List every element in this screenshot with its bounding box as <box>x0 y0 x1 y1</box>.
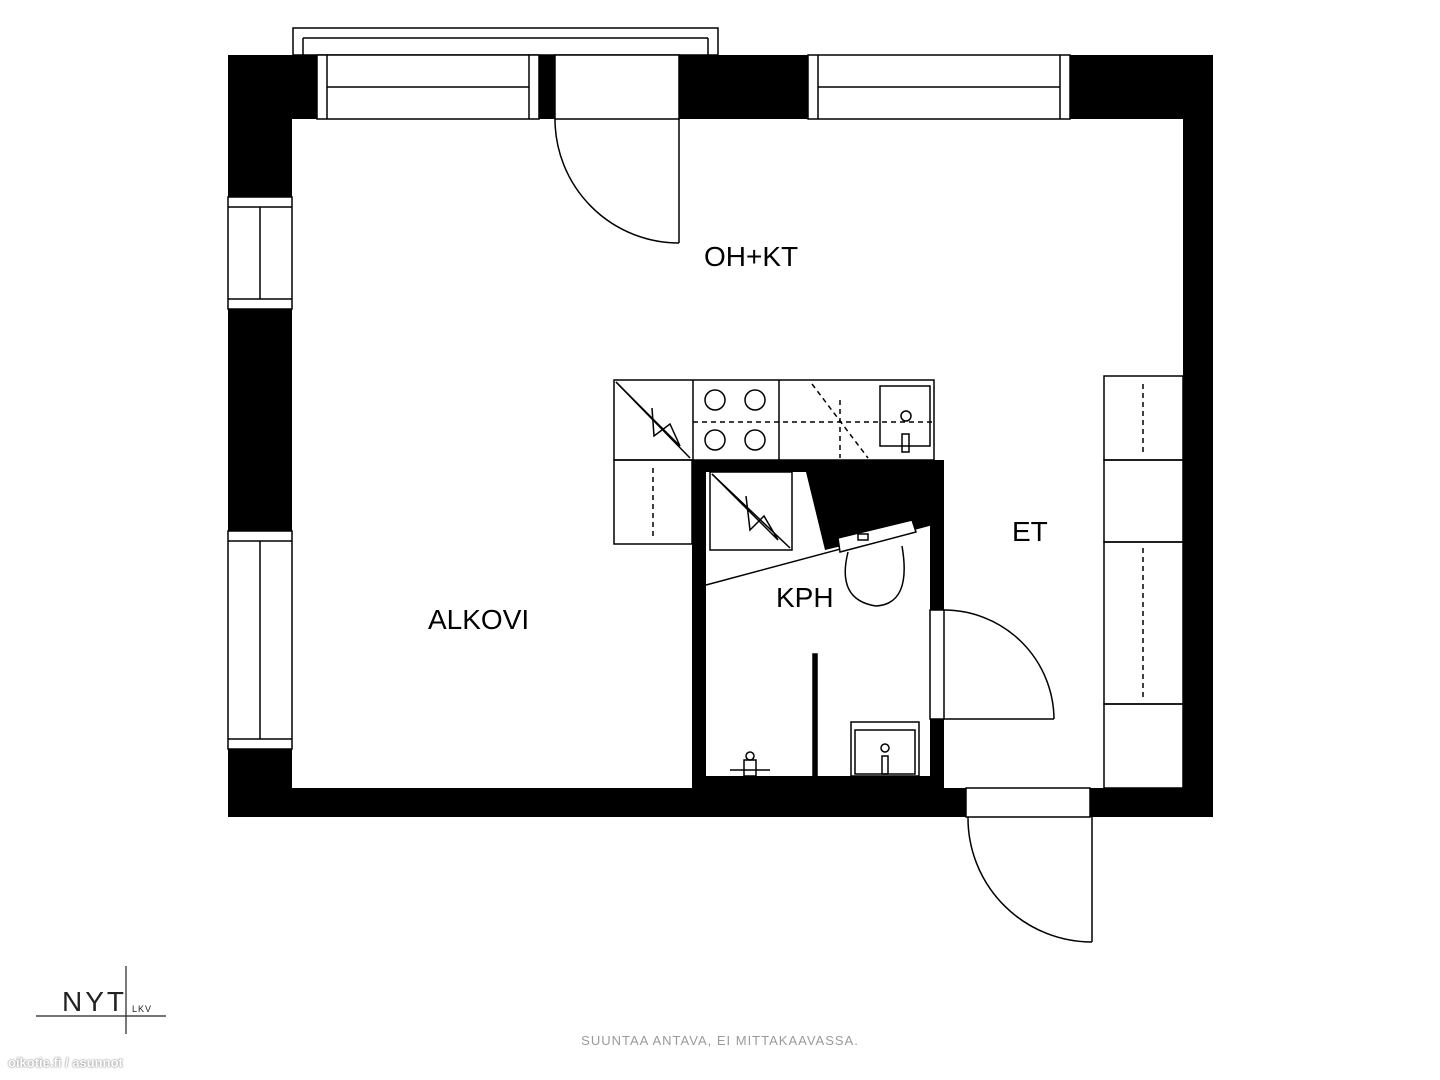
scale-disclaimer: SUUNTAA ANTAVA, EI MITTAKAAVASSA. <box>581 1033 859 1048</box>
logo-sub-text: LKV <box>132 1004 152 1014</box>
kitchen-counter <box>613 379 935 461</box>
wall-openings <box>228 55 1090 817</box>
room-label-bathroom: KPH <box>776 582 834 613</box>
windows <box>227 54 1071 750</box>
logo-main-text: NYT <box>62 986 127 1017</box>
alcove-wardrobe <box>613 459 693 545</box>
room-label-entrance: ET <box>1012 516 1048 547</box>
agency-logo: NYT LKV <box>36 966 166 1034</box>
watermark: oikotie.fi / asunnot <box>8 1055 123 1070</box>
balcony-door <box>554 54 680 244</box>
bathroom-fixtures <box>705 471 931 777</box>
stove-burners <box>704 389 766 451</box>
outer-walls <box>228 55 1213 817</box>
room-label-living-kitchen: OH+KT <box>704 241 798 272</box>
balcony <box>292 27 719 56</box>
entrance-wardrobes <box>1103 375 1184 789</box>
room-label-alcove: ALKOVI <box>428 604 529 635</box>
entrance-door <box>965 787 1093 943</box>
bathroom-door <box>929 609 1055 720</box>
bathroom-walls <box>692 460 944 788</box>
